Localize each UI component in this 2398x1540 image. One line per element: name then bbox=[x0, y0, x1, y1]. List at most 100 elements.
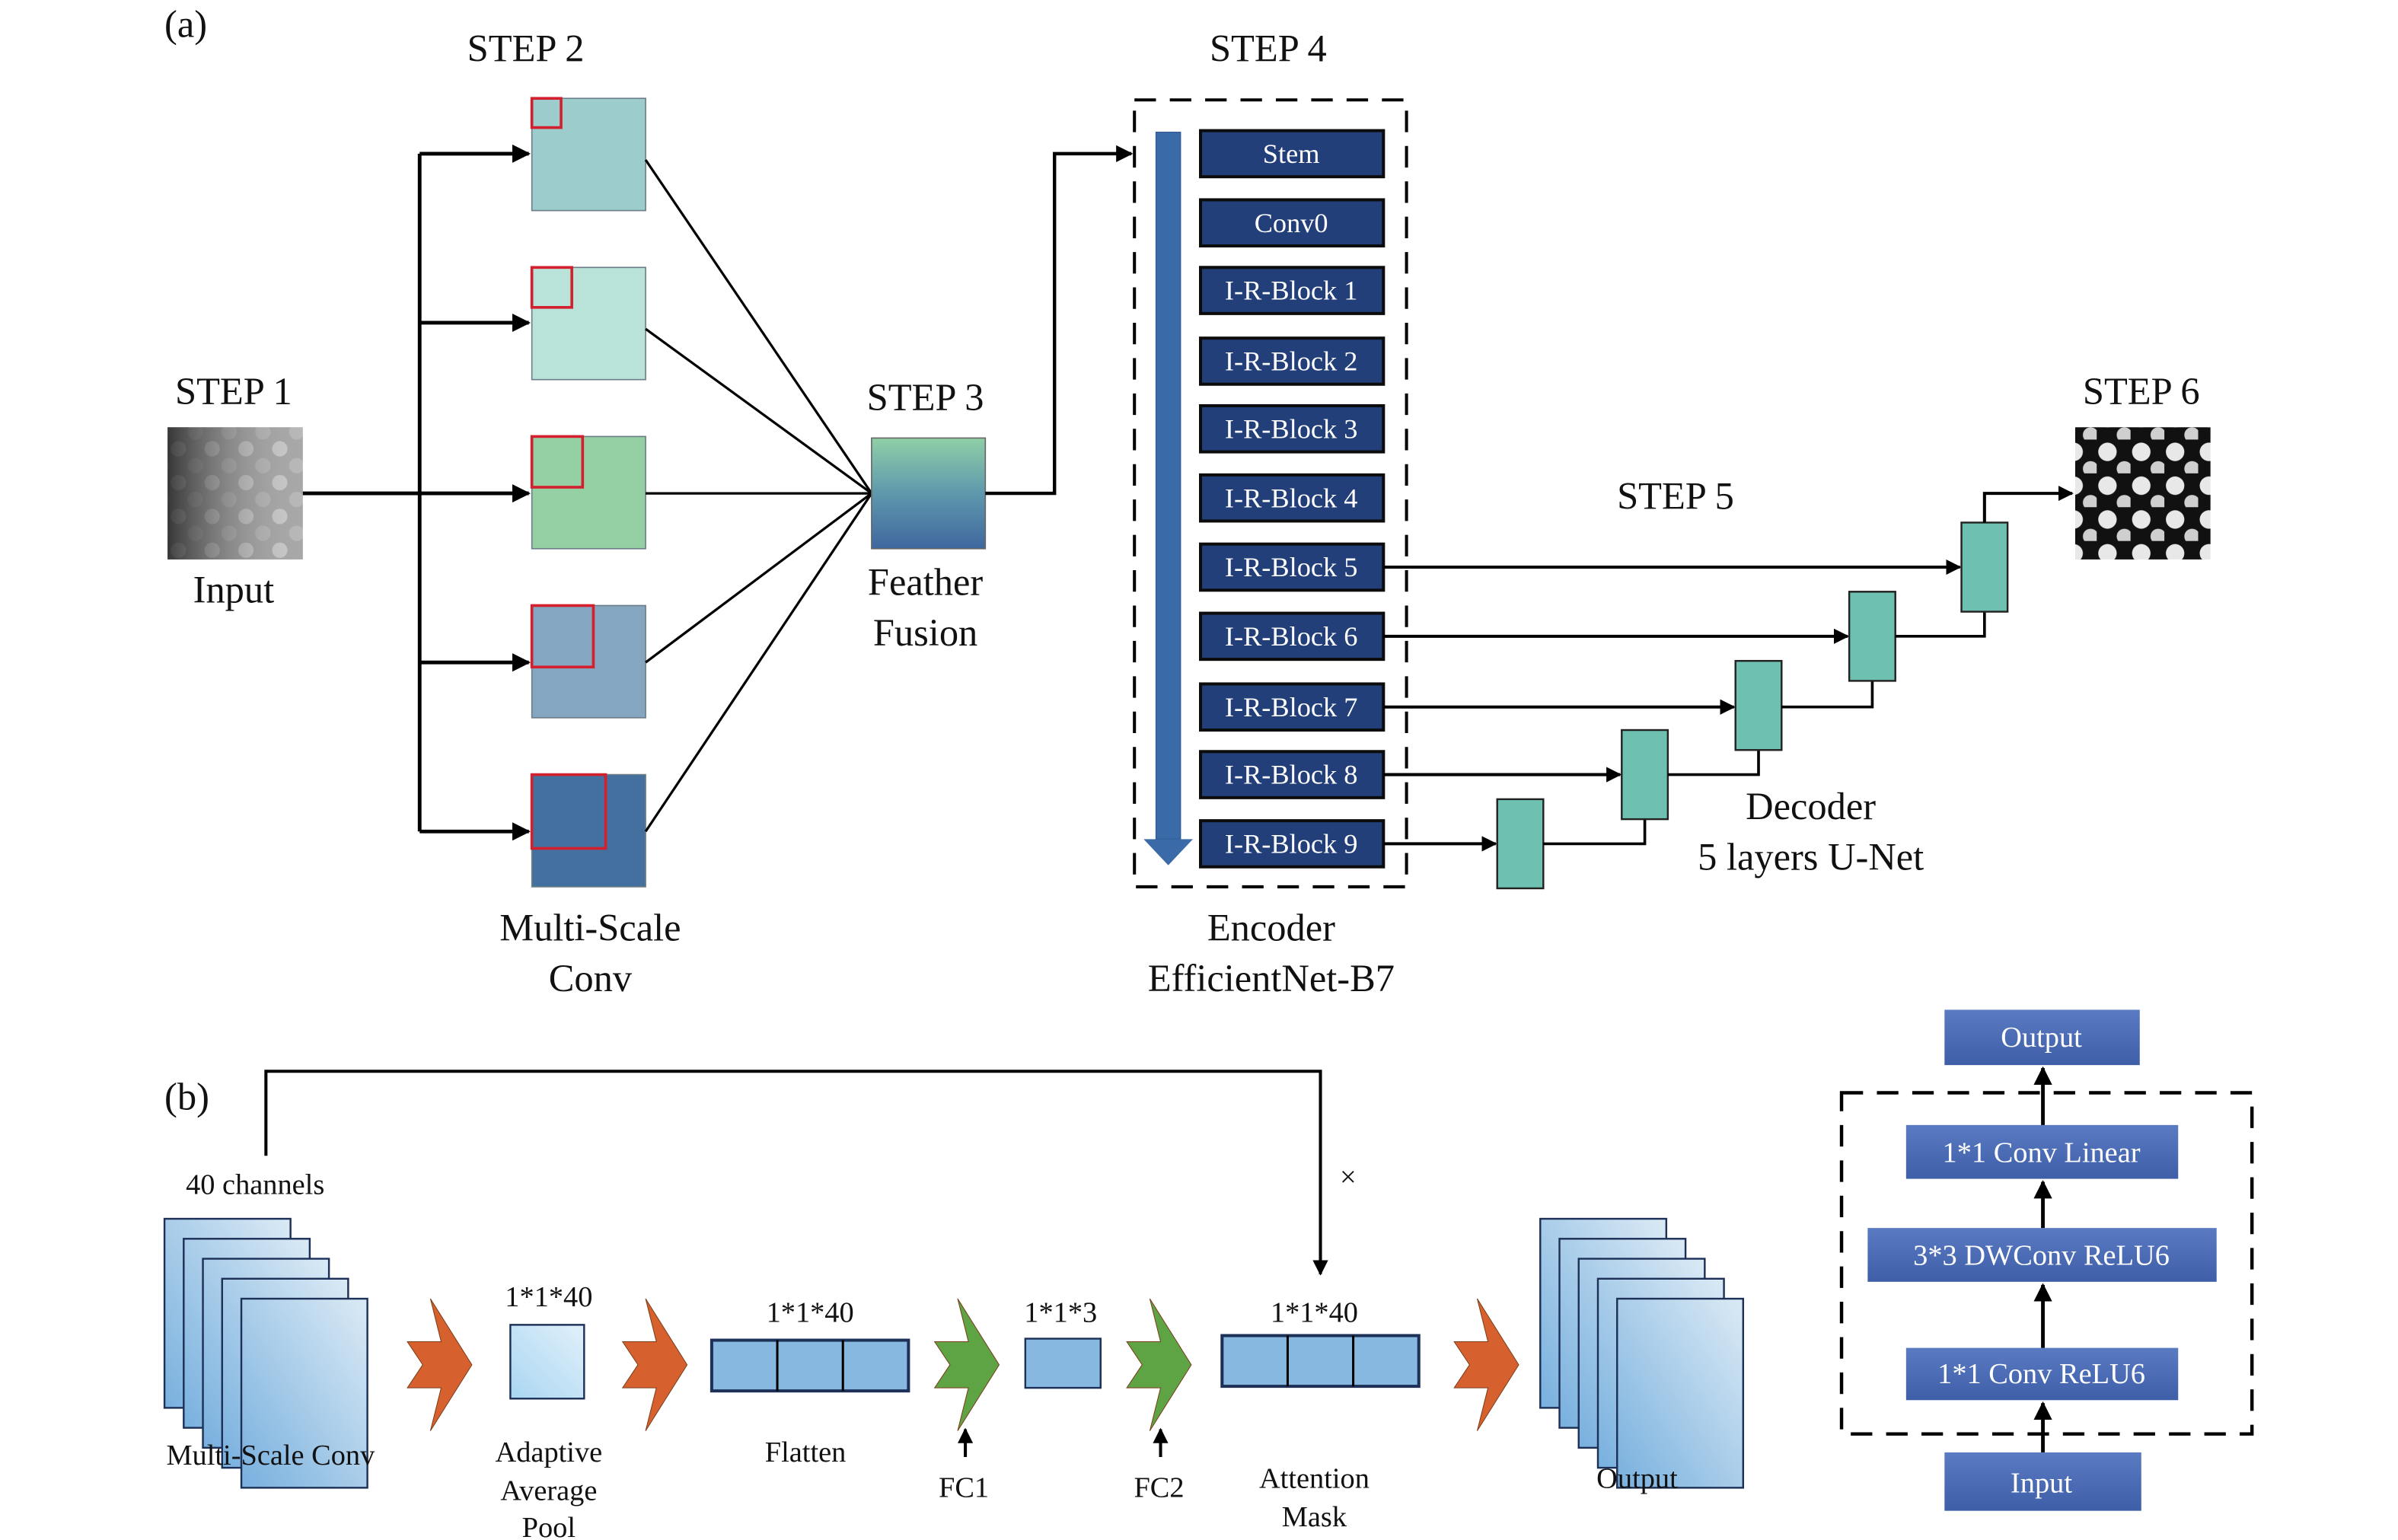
ir-input-box: Input bbox=[1944, 1452, 2141, 1511]
decoder-layer bbox=[1621, 729, 1669, 821]
decoder-layer bbox=[1960, 521, 2009, 613]
pool-caption-1: Adaptive bbox=[496, 1436, 603, 1468]
encoder-block: I-R-Block 2 bbox=[1199, 336, 1386, 386]
encoder-block-label: Stem bbox=[1263, 139, 1320, 169]
inverted-residual-diagram: Output 1*1 Conv Linear 3*3 DWConv ReLU6 … bbox=[1839, 1009, 2254, 1511]
flatten-caption: Flatten bbox=[765, 1436, 847, 1468]
upsample-connector bbox=[1543, 819, 1647, 846]
flatten-dim-label: 1*1*40 bbox=[767, 1296, 854, 1328]
encoder-block: I-R-Block 8 bbox=[1199, 750, 1386, 799]
upsample-connector bbox=[1781, 681, 1874, 709]
encoder-block-label: I-R-Block 9 bbox=[1225, 829, 1358, 859]
pool-caption-3: Pool bbox=[522, 1512, 576, 1540]
ir-layer-linear-label: 1*1 Conv Linear bbox=[1943, 1137, 2141, 1169]
decoder-layer bbox=[1496, 798, 1545, 890]
stage-arrow bbox=[1126, 1298, 1192, 1431]
fusion-connectors bbox=[644, 159, 873, 833]
pool-dim-label: 1*1*40 bbox=[505, 1281, 592, 1313]
stage-arrow bbox=[621, 1298, 688, 1431]
panel-b-label: (b) bbox=[164, 1076, 209, 1118]
step3-title: STEP 3 bbox=[867, 376, 984, 419]
decoder-group bbox=[1383, 485, 2074, 890]
channels-label: 40 channels bbox=[186, 1169, 324, 1201]
stage-arrow bbox=[933, 1298, 1000, 1431]
decoder-layer bbox=[1734, 659, 1783, 751]
multi-scale-square-3 bbox=[530, 435, 646, 550]
kernel-window bbox=[530, 773, 607, 850]
ir-layer-expand-label: 1*1 Conv ReLU6 bbox=[1937, 1358, 2145, 1390]
fc2-caption: FC2 bbox=[1134, 1471, 1184, 1503]
feature-fusion-block bbox=[871, 437, 987, 550]
decoder-caption-2: 5 layers U-Net bbox=[1698, 836, 1924, 878]
stack-input-caption: Multi-Scale Conv bbox=[166, 1440, 375, 1471]
output-image bbox=[2074, 427, 2211, 560]
decoder-caption-1: Decoder bbox=[1746, 785, 1876, 827]
attention-mask-vector bbox=[1220, 1334, 1421, 1389]
encoder-block: I-R-Block 1 bbox=[1199, 266, 1386, 315]
fusion-to-encoder-arrow bbox=[985, 145, 1134, 496]
fc1-caption: FC1 bbox=[939, 1471, 989, 1503]
encoder-block: I-R-Block 9 bbox=[1199, 819, 1386, 869]
encoder-block-label: I-R-Block 3 bbox=[1225, 413, 1358, 444]
encoder-block: I-R-Block 4 bbox=[1199, 473, 1386, 523]
encoder-block-label: I-R-Block 7 bbox=[1225, 692, 1358, 722]
step1-title: STEP 1 bbox=[175, 370, 292, 413]
encoder-block: I-R-Block 3 bbox=[1199, 403, 1386, 454]
encoder-block: I-R-Block 6 bbox=[1199, 611, 1386, 662]
input-image bbox=[167, 427, 303, 560]
encoder-block: I-R-Block 7 bbox=[1199, 682, 1386, 732]
mask-caption-2: Mask bbox=[1282, 1501, 1347, 1533]
ir-input-label: Input bbox=[2011, 1467, 2072, 1499]
step6-title: STEP 6 bbox=[2083, 370, 2200, 413]
ir-layer-expand: 1*1 Conv ReLU6 bbox=[1905, 1347, 2179, 1401]
mask-dim-label: 1*1*40 bbox=[1271, 1296, 1358, 1328]
encoder-block-label: I-R-Block 2 bbox=[1225, 346, 1358, 377]
ir-layer-dwconv-label: 3*3 DWConv ReLU6 bbox=[1913, 1240, 2170, 1272]
flatten-vector bbox=[710, 1338, 910, 1393]
multi-scale-feature-stack bbox=[163, 1217, 368, 1489]
encoder-block-label: I-R-Block 6 bbox=[1225, 621, 1358, 652]
multi-scale-square-5 bbox=[530, 773, 646, 888]
encoder-block-label: I-R-Block 1 bbox=[1225, 276, 1358, 306]
kernel-window bbox=[530, 97, 563, 129]
multi-scale-square-4 bbox=[530, 604, 646, 719]
panel-a-label: (a) bbox=[164, 2, 207, 45]
step2-title: STEP 2 bbox=[467, 27, 585, 70]
mask-caption-1: Attention bbox=[1259, 1462, 1370, 1494]
multi-scale-square-2 bbox=[530, 266, 646, 381]
stage-arrows bbox=[407, 1298, 1519, 1431]
encoder-block: Stem bbox=[1199, 129, 1386, 179]
input-branch-connectors bbox=[302, 144, 531, 841]
multi-scale-caption-1: Multi-Scale bbox=[499, 907, 681, 949]
encoder-caption-1: Encoder bbox=[1207, 907, 1335, 949]
encoder-block-label: Conv0 bbox=[1255, 208, 1328, 238]
fc-vector bbox=[1024, 1338, 1102, 1389]
multi-scale-conv-group bbox=[530, 97, 646, 888]
decoder-to-output-arrow bbox=[1982, 485, 2074, 523]
step5-title: STEP 5 bbox=[1617, 474, 1734, 517]
encoder-block-label: I-R-Block 4 bbox=[1225, 483, 1358, 513]
kernel-window bbox=[530, 435, 585, 489]
encoder-block: Conv0 bbox=[1199, 198, 1386, 248]
encoder-block: I-R-Block 5 bbox=[1199, 542, 1386, 592]
fusion-caption-2: Fusion bbox=[873, 611, 977, 654]
decoder-layer bbox=[1848, 591, 1896, 682]
ir-layer-linear: 1*1 Conv Linear bbox=[1905, 1124, 2179, 1179]
ir-output-box: Output bbox=[1944, 1009, 2140, 1066]
ir-dashed-box bbox=[1839, 1091, 2254, 1436]
input-caption: Input bbox=[193, 568, 275, 611]
encoder-caption-2: EfficientNet-B7 bbox=[1148, 957, 1395, 1000]
ir-output-label: Output bbox=[2001, 1022, 2082, 1054]
fc-dim-label: 1*1*3 bbox=[1024, 1296, 1097, 1328]
ir-layer-dwconv: 3*3 DWConv ReLU6 bbox=[1867, 1228, 2217, 1282]
stack-output-caption: Output bbox=[1596, 1462, 1678, 1494]
encoder-block-label: I-R-Block 5 bbox=[1225, 552, 1358, 582]
stage-arrow bbox=[407, 1298, 473, 1431]
feature-map bbox=[1616, 1297, 1745, 1489]
skip-connection-arrow bbox=[264, 1070, 1328, 1276]
kernel-window bbox=[530, 266, 573, 309]
encoder-block-label: I-R-Block 8 bbox=[1225, 760, 1358, 790]
stage-arrow bbox=[1453, 1298, 1519, 1431]
output-feature-stack bbox=[1539, 1217, 1745, 1489]
